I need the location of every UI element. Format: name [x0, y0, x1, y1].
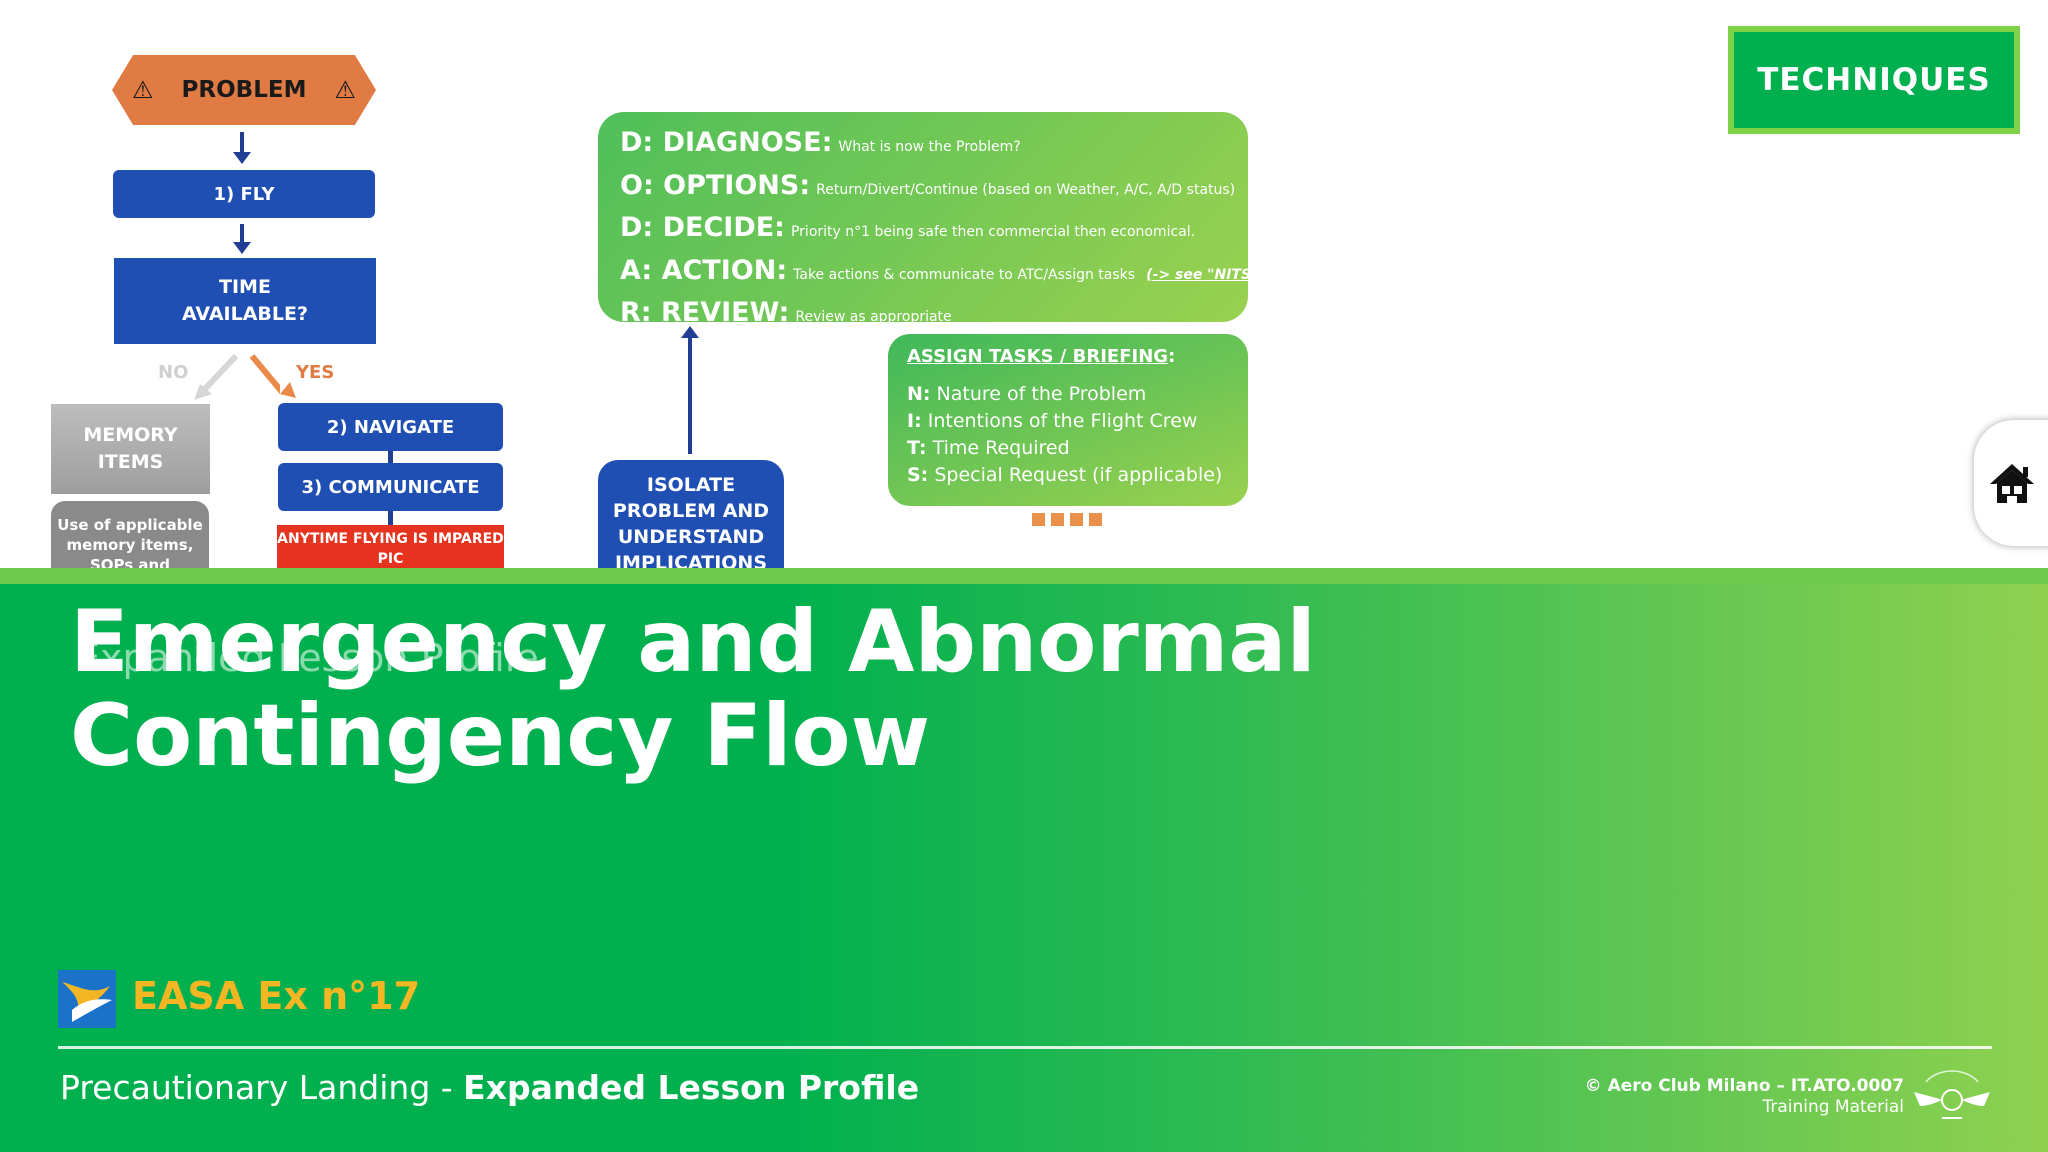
dodar-text: Take actions & communicate to ATC/Assign…	[793, 266, 1136, 283]
footer-divider	[58, 1046, 1992, 1049]
subtitle-overlay: Expanded Lesson Profile	[76, 636, 539, 680]
dodar-row: D: DECIDE: Priority n°1 being safe then c…	[620, 209, 1226, 252]
training-material-text: Training Material	[1762, 1097, 1904, 1117]
home-icon	[1990, 464, 2034, 503]
footer-lesson-name: Expanded Lesson Profile	[463, 1068, 920, 1107]
assign-text: Intentions of the Flight Crew	[927, 410, 1198, 432]
branch-arrows	[194, 353, 280, 400]
communicate-box: 3) COMMUNICATE	[278, 463, 503, 511]
assign-title-text: ASSIGN TASKS / BRIEFING	[907, 346, 1169, 367]
dot-icon	[1070, 513, 1083, 526]
memory-items-label: MEMORY ITEMS	[83, 424, 178, 473]
assign-title: ASSIGN TASKS / BRIEFING:	[907, 346, 1229, 367]
yes-arrowhead-icon	[280, 382, 296, 398]
assign-text: Nature of the Problem	[936, 383, 1147, 405]
footer-credits: © Aero Club Milano – IT.ATO.0007 Trainin…	[1585, 1076, 1904, 1118]
footer-lesson-prefix: Precautionary Landing -	[60, 1068, 464, 1107]
connector-line	[388, 451, 393, 463]
communicate-label: 3) COMMUNICATE	[301, 476, 480, 498]
easa-bird-icon	[62, 982, 112, 1022]
dodar-key: A: ACTION:	[620, 254, 788, 286]
dodar-row: R: REVIEW: Review as appropriate	[620, 294, 1226, 337]
dot-icon	[1089, 513, 1102, 526]
warning-icon: ⚠	[132, 76, 154, 104]
dodar-text: What is now the Problem?	[838, 139, 1021, 155]
yes-arrowhead	[280, 382, 296, 398]
more-indicator	[1032, 513, 1102, 526]
dodar-panel: D: DIAGNOSE: What is now the Problem? O: …	[598, 112, 1265, 328]
anytime-box: ANYTIME FLYING IS IMPARED PIC	[277, 525, 504, 568]
connector-line	[388, 511, 393, 525]
dodar-row: O: OPTIONS: Return/Divert/Continue (based…	[620, 167, 1235, 210]
no-arrow-icon	[199, 353, 239, 395]
dodar-text: Priority n°1 being safe then commercial …	[790, 224, 1196, 240]
fly-label: 1) FLY	[213, 183, 275, 205]
assign-title-colon: :	[1168, 346, 1176, 367]
assign-row: T: Time Required	[907, 435, 1229, 462]
page-title: Emergency and Abnormal Contingency Flow	[70, 592, 1316, 786]
nits-link[interactable]: (-> see "NITS")	[1146, 266, 1265, 283]
assign-text: Time Required	[932, 437, 1070, 459]
memory-note-text: Use of applicable memory items, SOPs and	[57, 516, 203, 568]
time-available-label: TIME AVAILABLE?	[181, 276, 308, 325]
dot-icon	[1051, 513, 1064, 526]
copyright-text: © Aero Club Milano – IT.ATO.0007	[1584, 1076, 1904, 1096]
techniques-label: TECHNIQUES	[1757, 62, 1991, 98]
assign-key: T:	[907, 437, 927, 459]
assign-tasks-panel: ASSIGN TASKS / BRIEFING: N: Nature of th…	[888, 334, 1248, 506]
arrow-down-icon	[233, 132, 251, 164]
no-label: NO	[158, 362, 189, 383]
memory-items-box: MEMORY ITEMS	[51, 404, 210, 494]
assign-key: I:	[907, 410, 922, 432]
flowchart-area: ⚠ PROBLEM ⚠ 1) FLY TIME AVAILABLE? NO YE…	[0, 0, 2048, 568]
dodar-text: Return/Divert/Continue (based on Weather…	[816, 181, 1236, 198]
dodar-key: R: REVIEW:	[620, 297, 790, 328]
anytime-label: ANYTIME FLYING IS IMPARED PIC	[277, 531, 504, 567]
assign-row: N: Nature of the Problem	[907, 381, 1229, 408]
dodar-key: O: OPTIONS:	[620, 169, 811, 201]
dodar-text: Review as appropriate	[795, 309, 952, 325]
isolate-box: ISOLATE PROBLEM AND UNDERSTAND IMPLICATI…	[598, 460, 784, 568]
navigate-box: 2) NAVIGATE	[278, 403, 503, 451]
footer-lesson: Precautionary Landing - Expanded Lesson …	[60, 1068, 919, 1107]
dot-icon	[1032, 513, 1045, 526]
arrow-down-icon	[233, 224, 251, 254]
easa-exercise-label: EASA Ex n°17	[132, 974, 421, 1018]
yes-arrow-icon	[249, 354, 280, 394]
dodar-row: A: ACTION: Take actions & communicate to …	[620, 252, 1265, 295]
assign-key: N:	[907, 383, 931, 405]
assign-text: Special Request (if applicable)	[934, 464, 1223, 486]
navigate-label: 2) NAVIGATE	[326, 416, 455, 438]
band-top-strip	[0, 568, 2048, 584]
problem-label: PROBLEM	[181, 77, 307, 103]
home-button[interactable]	[1974, 420, 2048, 546]
easa-logo	[58, 970, 116, 1028]
memory-note-box: Use of applicable memory items, SOPs and	[51, 501, 209, 568]
techniques-button[interactable]: TECHNIQUES	[1728, 26, 2020, 134]
assign-key: S:	[907, 464, 929, 486]
warning-icon: ⚠	[334, 76, 356, 104]
yes-label: YES	[296, 362, 335, 383]
time-available-box: TIME AVAILABLE?	[114, 258, 376, 344]
dodar-row: D: DIAGNOSE: What is now the Problem?	[620, 124, 1226, 167]
isolate-label: ISOLATE PROBLEM AND UNDERSTAND IMPLICATI…	[612, 474, 770, 568]
title-band	[0, 568, 2048, 1152]
aero-club-logo	[1914, 1070, 1990, 1119]
assign-row: S: Special Request (if applicable)	[907, 462, 1229, 489]
assign-row: I: Intentions of the Flight Crew	[907, 408, 1229, 435]
fly-box: 1) FLY	[113, 170, 375, 218]
no-arrowhead-icon	[194, 384, 212, 400]
problem-box: ⚠ PROBLEM ⚠	[112, 55, 376, 125]
arrow-up-icon	[681, 326, 699, 454]
dodar-key: D: DIAGNOSE:	[620, 127, 833, 158]
dodar-key: D: DECIDE:	[620, 212, 785, 243]
